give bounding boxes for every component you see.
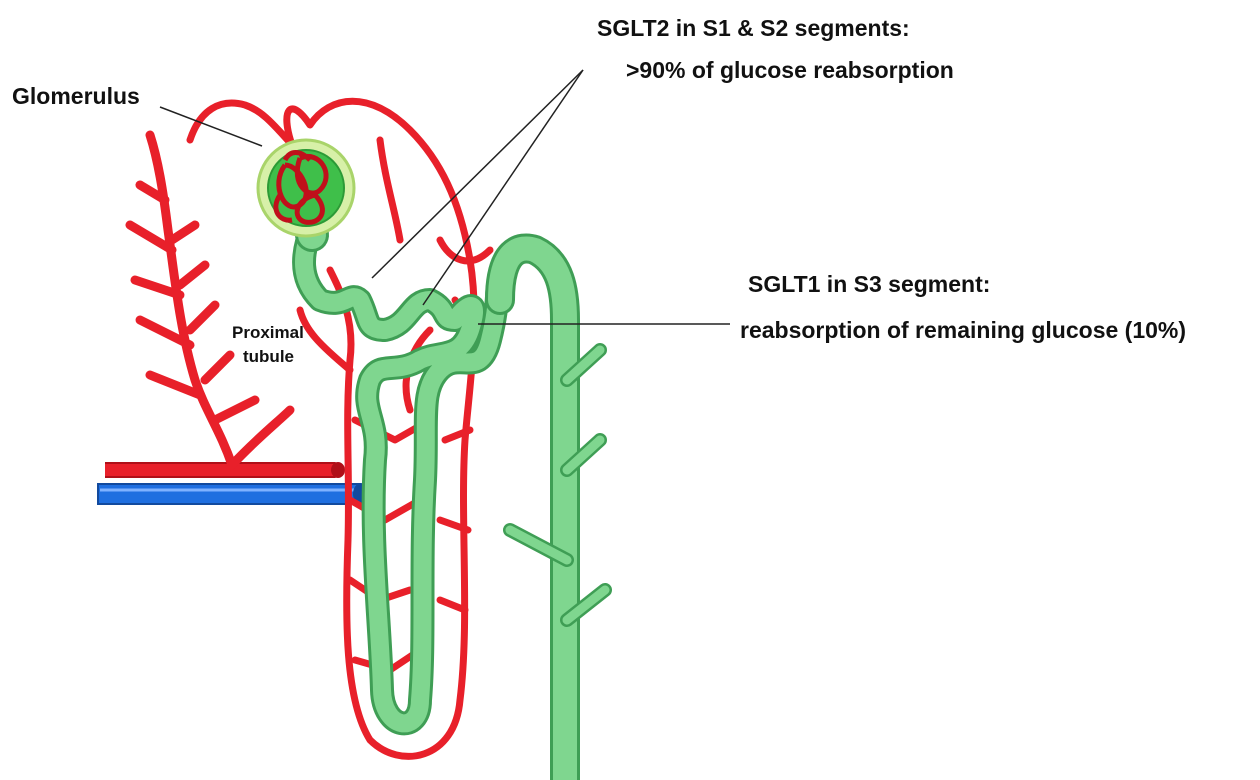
collecting-duct: [500, 248, 605, 780]
glomerulus-label: Glomerulus: [12, 83, 140, 109]
sglt1-title: SGLT1 in S3 segment:: [748, 271, 990, 297]
renal-artery-opening: [331, 462, 345, 478]
sglt2-detail: >90% of glucose reabsorption: [626, 57, 954, 83]
sglt1-detail: reabsorption of remaining glucose (10%): [740, 317, 1186, 343]
proximal-tubule-label-line2: tubule: [243, 347, 294, 366]
renal-vein: [98, 484, 360, 504]
proximal-tubule-label-line1: Proximal: [232, 323, 304, 342]
sglt2-title: SGLT2 in S1 & S2 segments:: [597, 15, 910, 41]
glomerulus: [258, 140, 354, 236]
renal-artery: [105, 463, 343, 477]
